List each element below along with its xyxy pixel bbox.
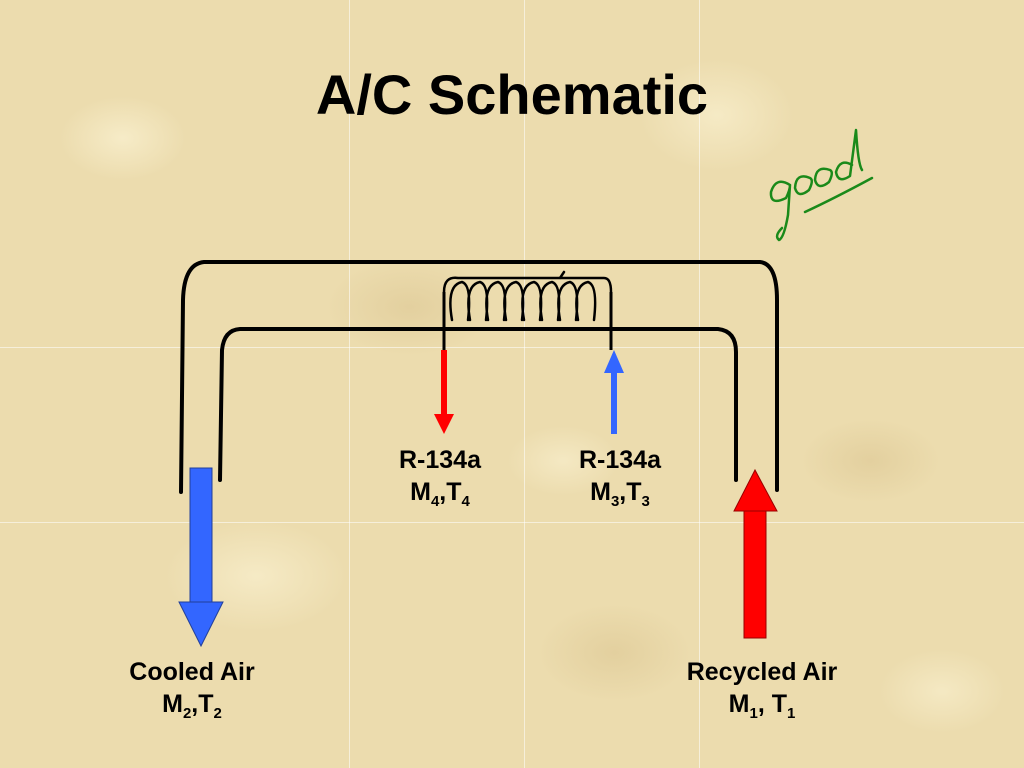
refrigerant-in-label: R-134a M3,T3 [579,446,661,510]
tile-seam [524,0,525,768]
refrigerant-out-label: R-134a M4,T4 [399,446,481,510]
evaporator-coil [442,270,613,322]
inner-duct [218,327,738,482]
cooled-air-label: Cooled Air M2,T2 [129,658,255,722]
cooled-air-arrow [178,467,224,648]
recycled-air-arrow [733,468,778,639]
page-title: A/C Schematic [315,63,709,126]
tile-seam [699,0,700,768]
handwritten-good-annotation [769,128,874,242]
tile-seam [349,0,350,768]
refrigerant-in-arrow [604,350,624,434]
tile-seam [0,347,1024,348]
tile-seam [0,522,1024,523]
recycled-air-label: Recycled Air M1, T1 [686,658,838,722]
outer-duct [179,260,779,494]
refrigerant-out-arrow [434,350,454,434]
